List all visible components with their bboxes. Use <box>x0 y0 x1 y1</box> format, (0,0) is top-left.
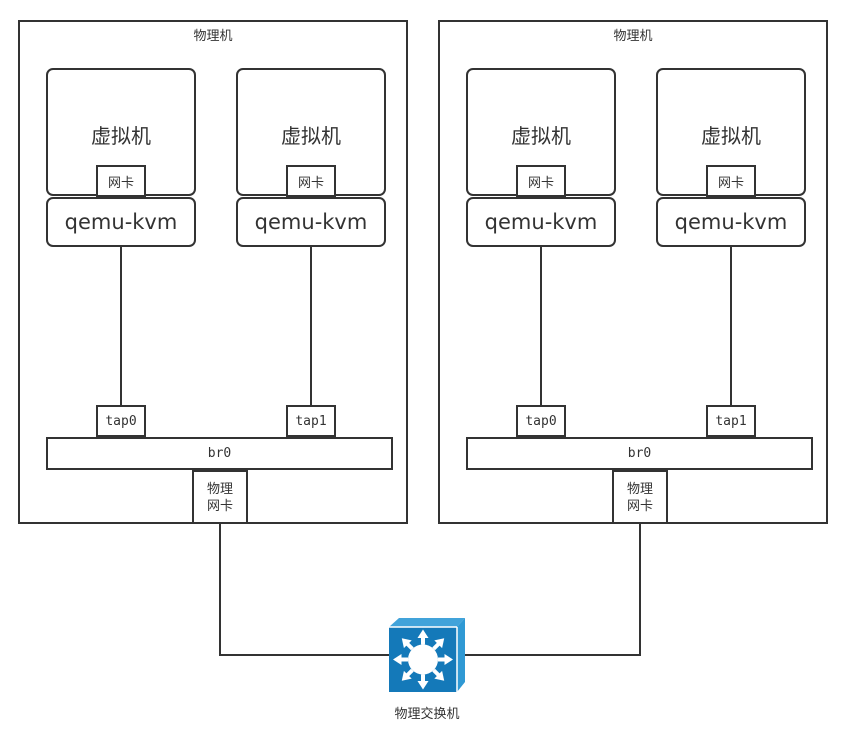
switch-arrows-glyph <box>393 629 453 690</box>
vm-label: 虚拟机 <box>511 126 571 148</box>
connector-line <box>120 247 122 405</box>
physical-nic-label-line1: 物理 <box>206 481 233 496</box>
switch-top-face <box>389 618 465 627</box>
physical-nic-label-line2: 网卡 <box>206 498 233 513</box>
vm-nic-box: 网卡 <box>706 165 756 197</box>
qemu-kvm-box: qemu-kvm <box>656 197 806 247</box>
connector-line <box>310 247 312 405</box>
vm-nic-box: 网卡 <box>516 165 566 197</box>
tap-box: tap0 <box>96 405 146 437</box>
physical-machine-1: 物理机 虚拟机 虚拟机 网卡 网卡 qemu-kvm qemu-kvm tap0… <box>18 20 408 524</box>
vm-label: 虚拟机 <box>701 126 761 148</box>
vm-nic-box: 网卡 <box>96 165 146 197</box>
bridge-bar: br0 <box>46 437 393 470</box>
uplink-line-left-horizontal <box>219 654 390 656</box>
physical-nic-label-line1: 物理 <box>626 481 653 496</box>
uplink-line-left-vertical <box>219 524 221 656</box>
physical-nic-box: 物理 网卡 <box>192 470 248 524</box>
vm-nic-box: 网卡 <box>286 165 336 197</box>
uplink-line-right-vertical <box>639 524 641 656</box>
qemu-kvm-box: qemu-kvm <box>46 197 196 247</box>
bridge-bar: br0 <box>466 437 813 470</box>
uplink-line-right-horizontal <box>465 654 641 656</box>
connector-line <box>540 247 542 405</box>
switch-icon <box>389 618 465 692</box>
physical-switch: 物理交换机 <box>387 616 467 721</box>
vm-label: 虚拟机 <box>91 126 151 148</box>
host-title: 物理机 <box>613 28 653 43</box>
switch-side-face <box>457 618 465 692</box>
physical-nic-box: 物理 网卡 <box>612 470 668 524</box>
physical-nic-label-line2: 网卡 <box>626 498 653 513</box>
host-title: 物理机 <box>193 28 233 43</box>
physical-machine-2: 物理机 虚拟机 虚拟机 网卡 网卡 qemu-kvm qemu-kvm tap0… <box>438 20 828 524</box>
connector-line <box>730 247 732 405</box>
qemu-kvm-box: qemu-kvm <box>236 197 386 247</box>
tap-box: tap1 <box>286 405 336 437</box>
tap-box: tap0 <box>516 405 566 437</box>
qemu-kvm-box: qemu-kvm <box>466 197 616 247</box>
vm-label: 虚拟机 <box>281 126 341 148</box>
switch-label: 物理交换机 <box>394 706 460 721</box>
tap-box: tap1 <box>706 405 756 437</box>
